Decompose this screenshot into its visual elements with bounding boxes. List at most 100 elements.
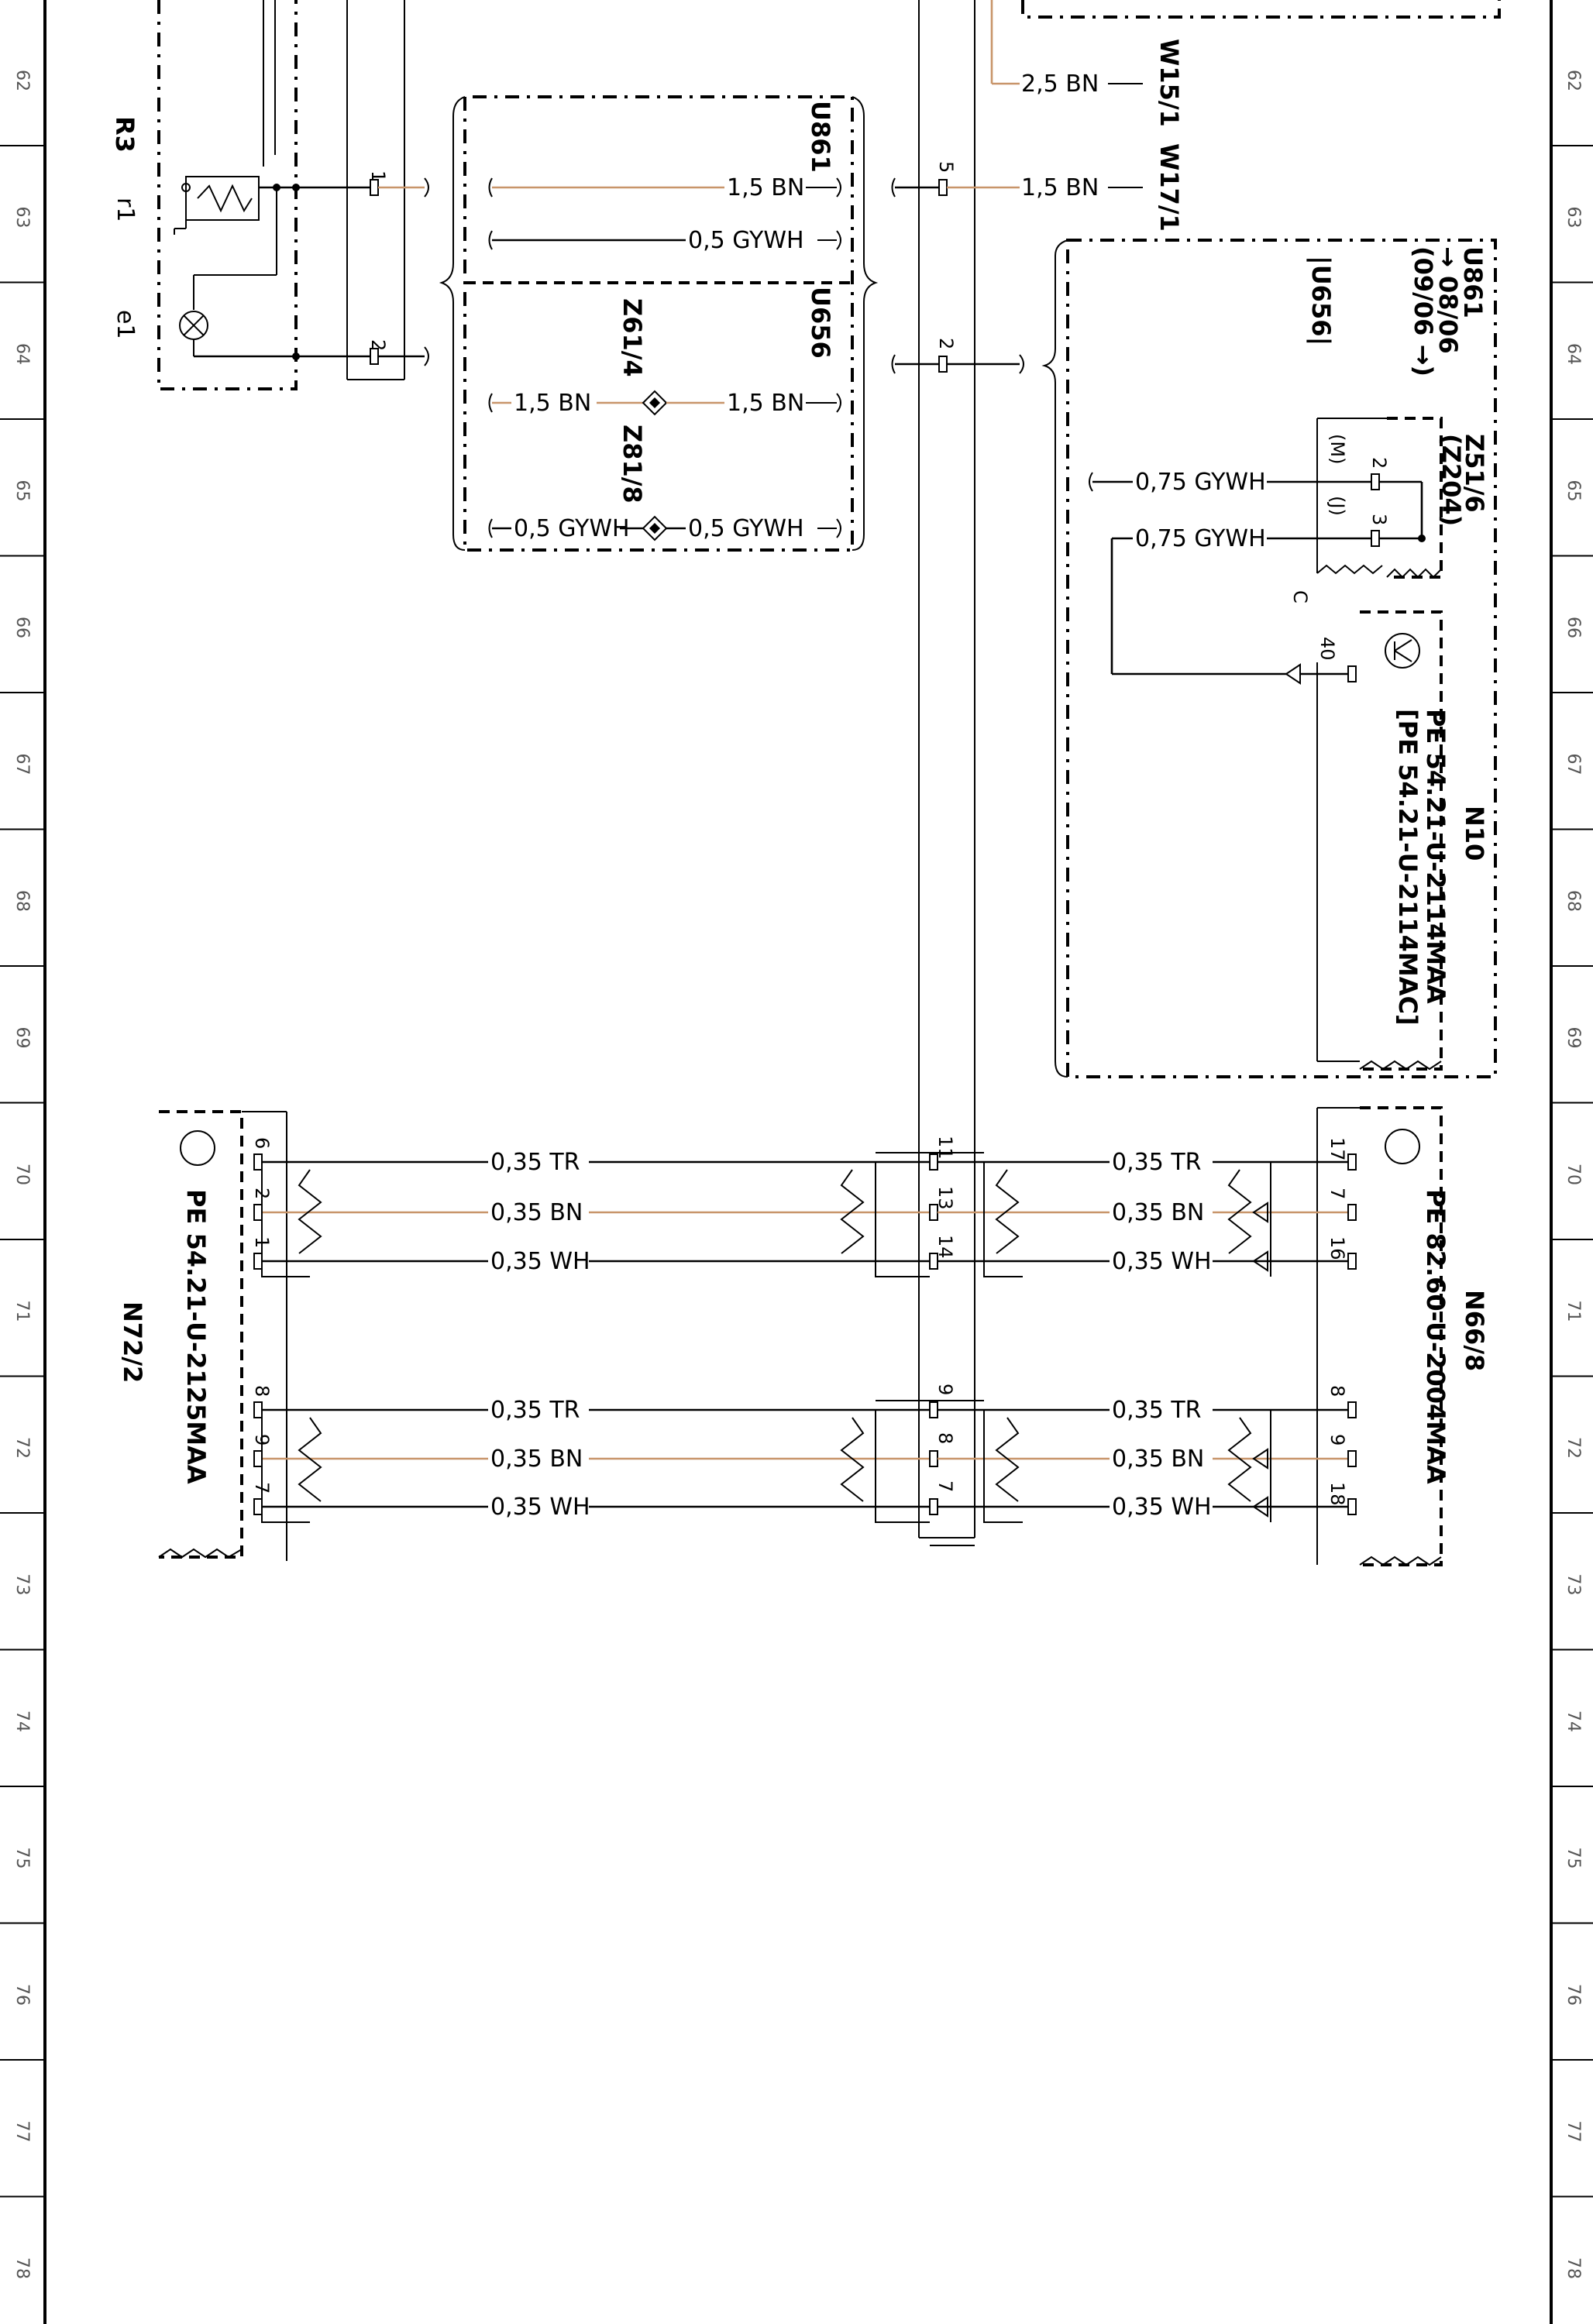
r3-pin2: 2 — [367, 339, 389, 351]
ruler-right-65: 65 — [1564, 480, 1583, 502]
z51-6-name: Z51/6 — [1460, 434, 1489, 513]
n66-pin: 16 — [1326, 1236, 1348, 1260]
z51-pin2: 2 — [1368, 457, 1390, 469]
u861-wire-gywh05: 0,5 GYWH — [688, 227, 804, 254]
ruler-left-73: 73 — [12, 1574, 32, 1596]
ruler-right-63: 63 — [1564, 207, 1583, 229]
n66-pin: 8 — [1326, 1385, 1348, 1397]
ruler-right-74: 74 — [1564, 1710, 1583, 1732]
trunk-wire-bn15: 1,5 BN — [1021, 174, 1099, 201]
can-wire-label-left: 0,35 TR — [490, 1149, 580, 1176]
ruler-left-63: 63 — [12, 207, 32, 229]
splice-pin2: 2 — [935, 338, 957, 349]
trunk-pin: 11 — [934, 1136, 956, 1160]
n66-transistor-icon — [1385, 1129, 1420, 1164]
n66-8-pe: PE 82.60-U-2004MAA — [1421, 1189, 1450, 1484]
ruler-left-77: 77 — [12, 2121, 32, 2143]
ruler-left-75: 75 — [12, 1848, 32, 1869]
splice-pin5: 5 — [935, 161, 957, 173]
u656-wire-bn15-left: 1,5 BN — [514, 390, 591, 417]
n10-transistor-icon — [1385, 633, 1420, 669]
trunk-pin: 9 — [934, 1384, 956, 1395]
u656-top-code: U656 — [806, 287, 835, 359]
z51-wire-gywh075-a: 0,75 GYWH — [1135, 469, 1266, 496]
trunk-pin: 7 — [934, 1480, 956, 1492]
n66-pin: 17 — [1326, 1137, 1348, 1161]
can-bus-section: PE 54.21-U-2125MAA N72/2 N66/8 PE 82.60-… — [118, 1106, 1489, 1566]
can-wire-label-left: 0,35 WH — [490, 1248, 590, 1275]
z51-6-j: (J) — [1326, 496, 1348, 516]
n10-pin40: 40 — [1316, 637, 1338, 661]
u861-top-code: U861 — [806, 101, 835, 173]
main-trunk — [918, 0, 975, 1546]
ruler-right-68: 68 — [1564, 890, 1583, 912]
ruler-left-68: 68 — [12, 890, 32, 912]
trunk-pin: 8 — [934, 1432, 956, 1444]
w17-1-label: W17/1 — [1154, 143, 1184, 232]
z51-pin3: 3 — [1368, 514, 1390, 525]
z51-6-sub: (Z204) — [1436, 434, 1466, 526]
u861-right-l4: |U656| — [1306, 256, 1336, 346]
right-u861-block: U861 → 08/06 (09/06 →) |U656| Z51/6 (Z20… — [1041, 239, 1497, 1078]
n72-2-pe: PE 54.21-U-2125MAA — [181, 1189, 211, 1484]
ruler-right-76: 76 — [1564, 1984, 1583, 2006]
n10-c: C — [1289, 590, 1311, 603]
trunk-pin: 14 — [934, 1235, 956, 1259]
ruler-right-72: 72 — [1564, 1437, 1583, 1459]
ruler-right-77: 77 — [1564, 2121, 1583, 2143]
ruler-left-64: 64 — [12, 343, 32, 365]
trunk-pin: 13 — [934, 1186, 956, 1210]
can-wire-label-left: 0,35 TR — [490, 1397, 580, 1424]
r3-e1-label: e1 — [112, 310, 139, 339]
u861-right-l2: → 08/06 — [1433, 246, 1463, 354]
r3-component: R3 r1 e1 1 2 — [110, 0, 429, 390]
ruler-right-70: 70 — [1564, 1164, 1583, 1185]
ruler-right-71: 71 — [1564, 1301, 1583, 1322]
can-wire-label-left: 0,35 WH — [490, 1494, 590, 1521]
z81-8-label: Z81/8 — [618, 425, 647, 504]
ruler-left-62: 62 — [12, 70, 32, 91]
can-wire-label-right: 0,35 TR — [1112, 1397, 1202, 1424]
can-wire-label-right: 0,35 BN — [1112, 1199, 1204, 1226]
ruler-left-66: 66 — [12, 617, 32, 638]
ruler-right-66: 66 — [1564, 617, 1583, 638]
can-wire-label-right: 0,35 BN — [1112, 1446, 1204, 1473]
can-wire-label-right: 0,35 TR — [1112, 1149, 1202, 1176]
ruler-left-78: 78 — [12, 2257, 32, 2279]
ruler-left-69: 69 — [12, 1027, 32, 1049]
trunk-splices: 1,5 BN 5 2 2,5 BN W15/1 W17/1 — [891, 0, 1501, 374]
r3-name: R3 — [110, 116, 139, 153]
ruler-left-70: 70 — [12, 1164, 32, 1185]
z51-wire-gywh075-b: 0,75 GYWH — [1135, 525, 1266, 552]
ruler-left-65: 65 — [12, 480, 32, 502]
r3-pin1: 1 — [367, 170, 389, 182]
can-wire-label-right: 0,35 WH — [1112, 1248, 1212, 1275]
u656-wire-gywh05-left: 0,5 GYWH — [514, 515, 630, 542]
ruler-left-71: 71 — [12, 1301, 32, 1322]
n66-8-name: N66/8 — [1460, 1290, 1489, 1371]
w15-1-label: W15/1 — [1154, 39, 1184, 127]
ruler-right-75: 75 — [1564, 1848, 1583, 1869]
u656-wire-bn15-right: 1,5 BN — [727, 390, 804, 417]
ruler-right-62: 62 — [1564, 70, 1583, 91]
ruler-right-64: 64 — [1564, 343, 1583, 365]
z51-6-m: (M) — [1326, 434, 1348, 464]
n72-pin: 8 — [251, 1385, 273, 1397]
ruler-left-76: 76 — [12, 1984, 32, 2006]
u656-wire-gywh05-right: 0,5 GYWH — [688, 515, 804, 542]
u861-right-l1: U861 — [1458, 246, 1488, 318]
can-wire-label-left: 0,35 BN — [490, 1199, 583, 1226]
n10-name: N10 — [1460, 806, 1489, 861]
ruler-left-74: 74 — [12, 1710, 32, 1732]
can-wire-label-right: 0,35 WH — [1112, 1494, 1212, 1521]
variant-blocks: 1,5 BN 0,5 GYWH U861 1,5 BN 1,5 BN 0,5 G… — [439, 95, 879, 552]
u861-right-l3: (09/06 →) — [1409, 246, 1438, 376]
r3-r1-label: r1 — [112, 198, 139, 222]
n72-pin: 6 — [251, 1137, 273, 1149]
n66-pin: 18 — [1326, 1482, 1348, 1506]
ruler-right-69: 69 — [1564, 1027, 1583, 1049]
ruler-right-67: 67 — [1564, 754, 1583, 775]
ruler-left-67: 67 — [12, 754, 32, 775]
